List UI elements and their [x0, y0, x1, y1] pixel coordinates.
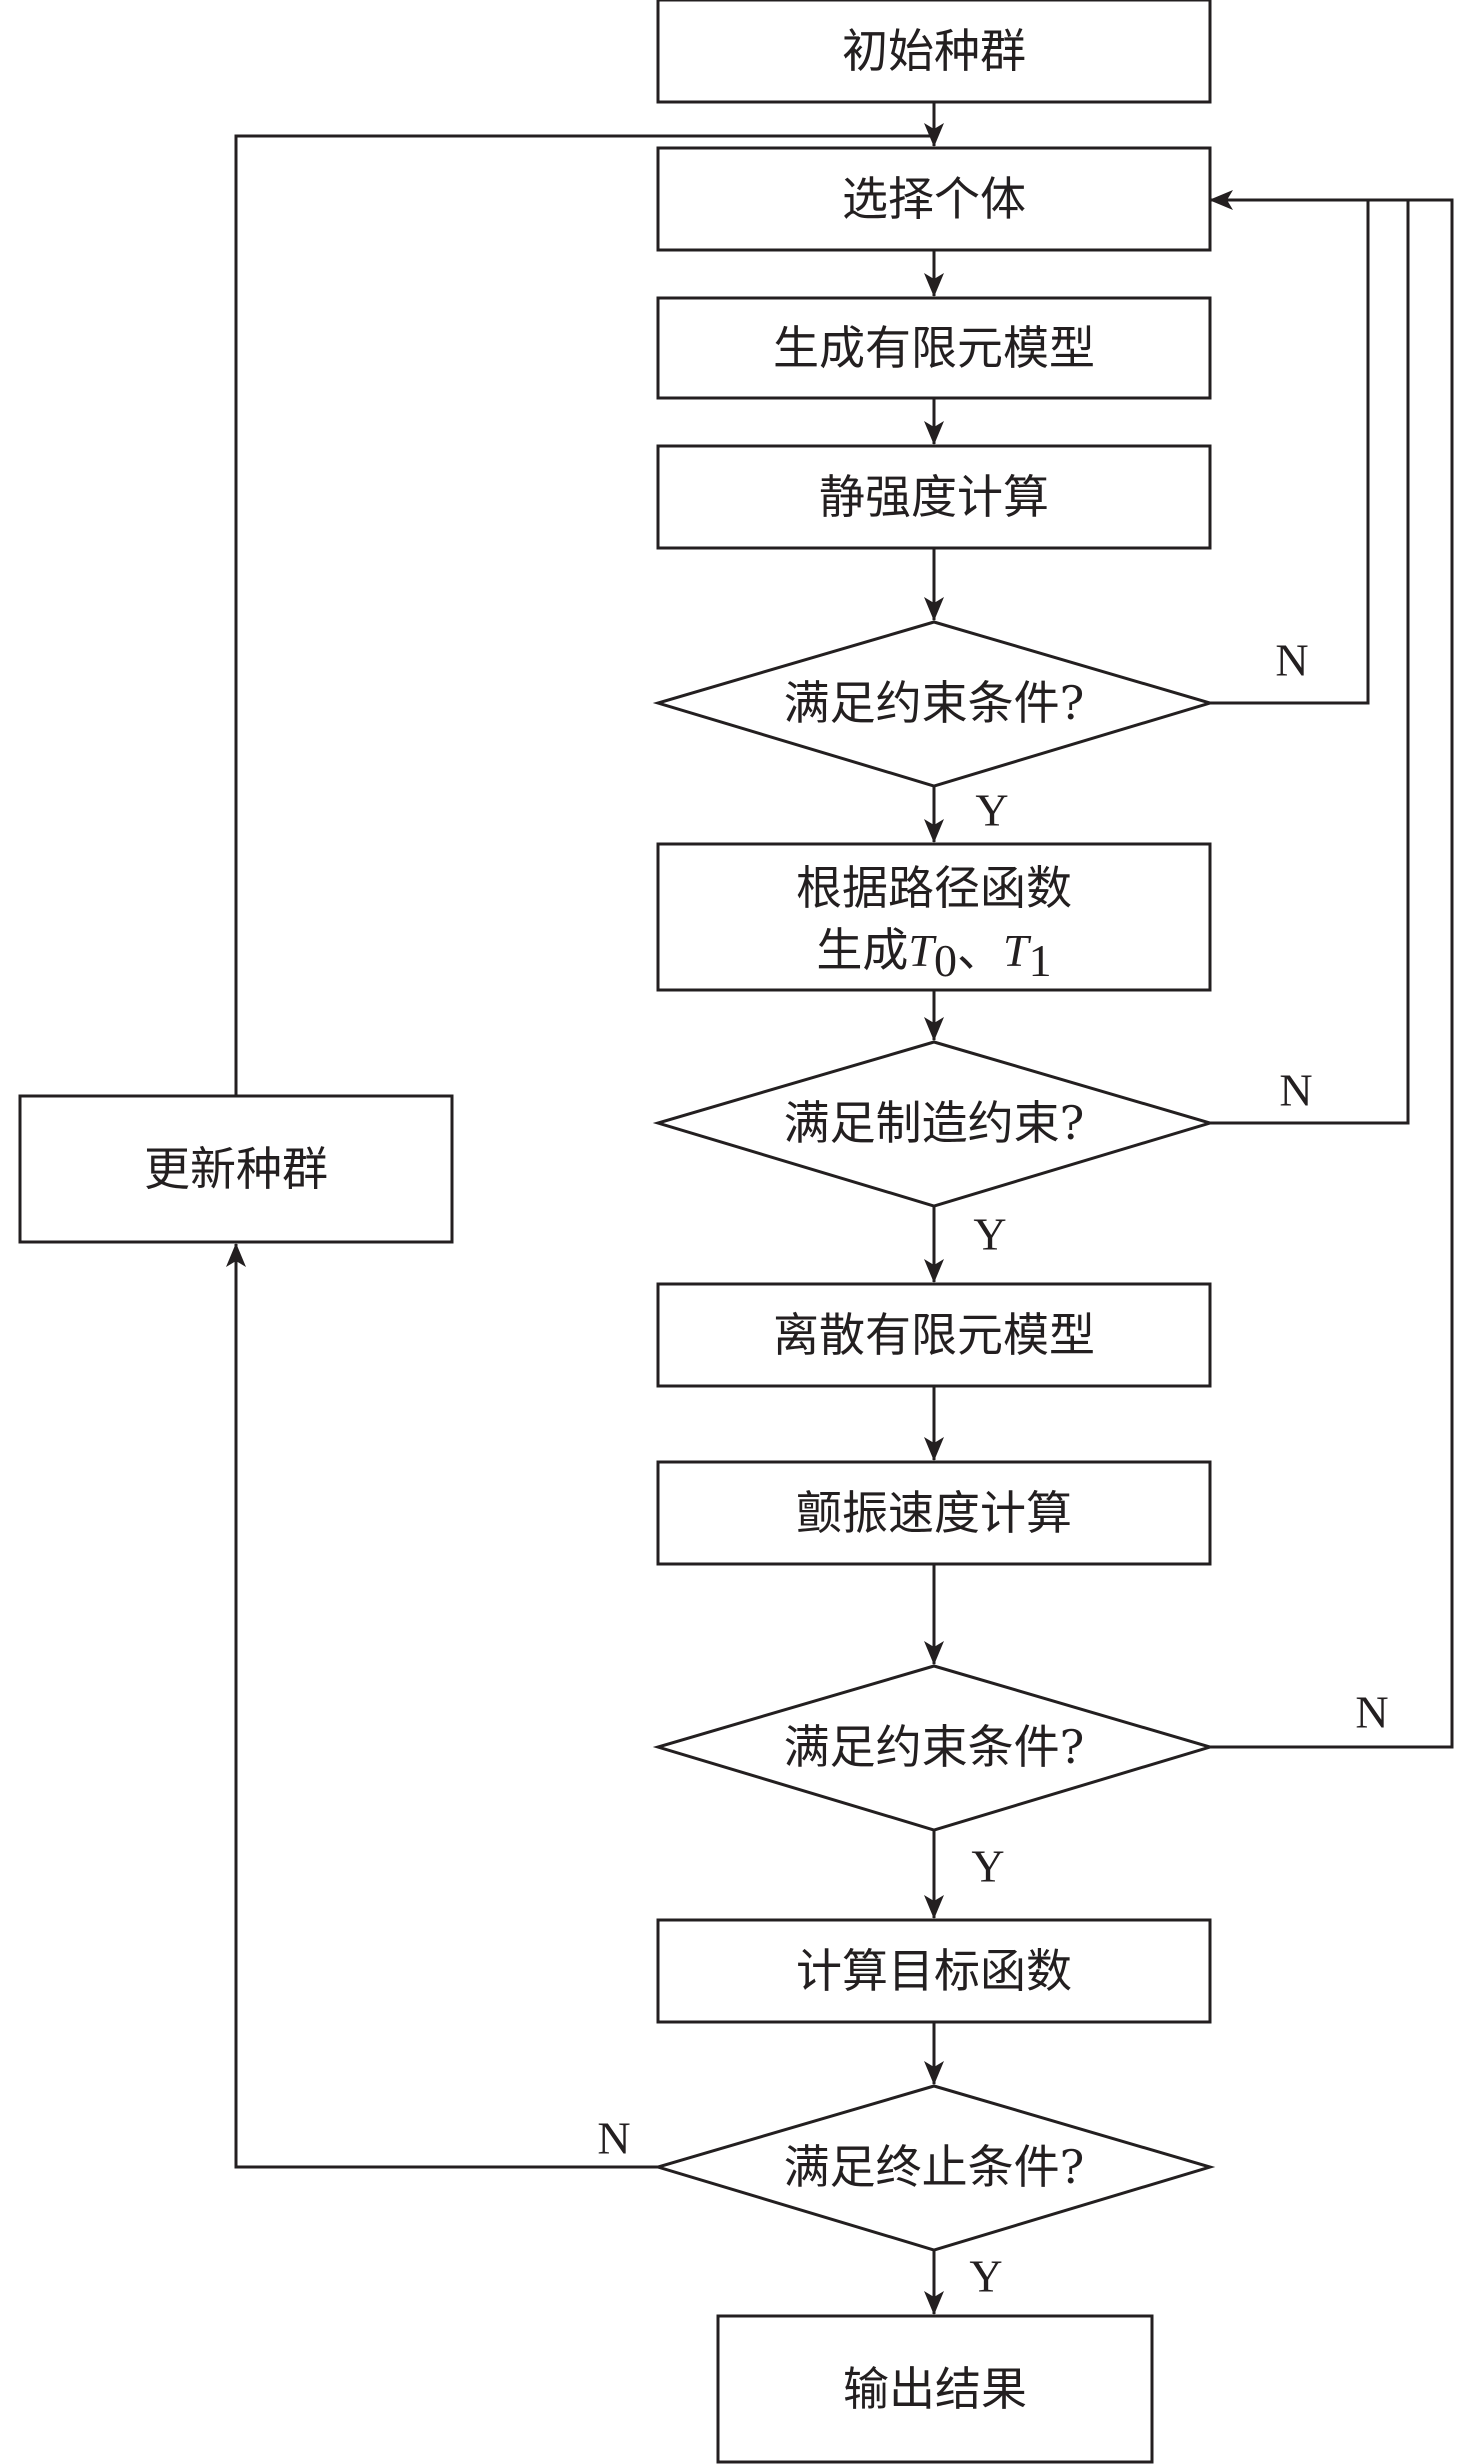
output-result-label: 输出结果	[843, 2362, 1027, 2416]
node-output-result: 输出结果	[716, 2314, 1154, 2464]
decision-constraint-1: 满足约束条件?	[652, 620, 1216, 788]
variable-t0: T	[908, 925, 937, 976]
label-n-constraint-1: N	[1275, 635, 1308, 686]
init-population-label: 初始种群	[842, 24, 1026, 78]
edge-labels: N Y N Y N Y N Y	[597, 635, 1388, 2302]
decision-constraint-2: 满足约束条件?	[652, 1664, 1216, 1832]
node-init-population: 初始种群	[656, 0, 1212, 104]
node-update-population: 更新种群	[18, 1094, 454, 1244]
constraint-1-label: 满足约束条件?	[784, 676, 1085, 730]
node-flutter-speed: 颤振速度计算	[656, 1460, 1212, 1566]
node-discrete-fe-model: 离散有限元模型	[656, 1282, 1212, 1388]
path-function-line1: 根据路径函数	[796, 861, 1072, 915]
decision-termination: 满足终止条件?	[652, 2084, 1216, 2252]
node-gen-fe-model: 生成有限元模型	[656, 296, 1212, 400]
separator-mark: 、	[957, 923, 1003, 977]
label-y-constraint-2: Y	[971, 1841, 1004, 1892]
termination-label: 满足终止条件?	[784, 2140, 1085, 2194]
label-n-constraint-2: N	[1355, 1687, 1388, 1738]
static-strength-label: 静强度计算	[819, 470, 1049, 524]
subscript-0: 0	[934, 935, 957, 986]
arrow-termination-to-update	[226, 1243, 658, 2169]
label-y-termination: Y	[969, 2251, 1002, 2302]
gen-fe-model-label: 生成有限元模型	[773, 321, 1095, 375]
loop-check1-no	[1210, 200, 1370, 705]
variable-t1: T	[1003, 925, 1032, 976]
update-population-label: 更新种群	[144, 1142, 328, 1196]
label-n-termination: N	[597, 2113, 630, 2164]
node-static-strength: 静强度计算	[656, 444, 1212, 550]
loop-manufacture-no	[1210, 200, 1410, 1125]
subscript-1: 1	[1029, 935, 1052, 986]
path-function-prefix: 生成	[816, 923, 908, 977]
constraint-2-label: 满足约束条件?	[784, 1720, 1085, 1774]
discrete-fe-model-label: 离散有限元模型	[773, 1308, 1095, 1362]
node-path-function: 根据路径函数 生成T0、T1	[656, 842, 1212, 992]
label-n-manufacture: N	[1279, 1065, 1312, 1116]
node-compute-objective: 计算目标函数	[656, 1918, 1212, 2024]
manufacture-label: 满足制造约束?	[784, 1096, 1085, 1150]
connectors	[226, 102, 1454, 2315]
node-select-individual: 选择个体	[656, 146, 1212, 252]
flutter-speed-label: 颤振速度计算	[796, 1486, 1072, 1540]
loop-check2-no	[1209, 190, 1454, 1749]
label-y-manufacture: Y	[973, 1209, 1006, 1260]
path-function-line2: 生成T0、T1	[816, 923, 1051, 986]
select-individual-label: 选择个体	[842, 172, 1026, 226]
label-y-constraint-1: Y	[975, 785, 1008, 836]
decision-manufacture: 满足制造约束?	[652, 1040, 1216, 1208]
arrow-update-to-select	[234, 134, 934, 1096]
compute-objective-label: 计算目标函数	[796, 1944, 1072, 1998]
